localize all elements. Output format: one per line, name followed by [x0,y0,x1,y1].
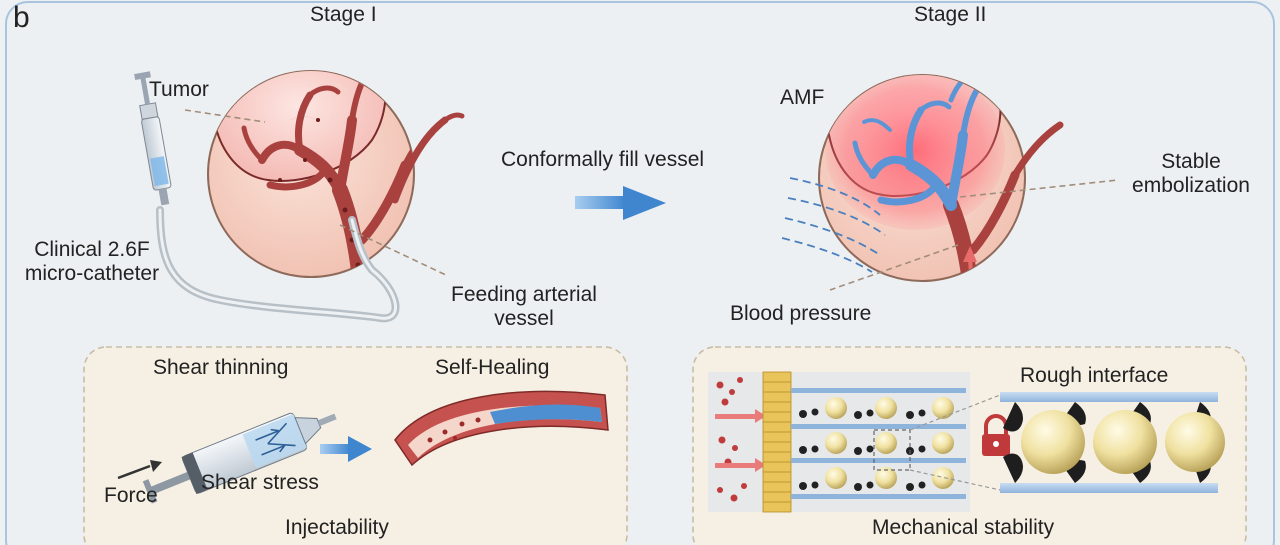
catheter-label-line2: micro-catheter [24,262,160,285]
blood-pressure-label: Blood pressure [730,302,872,325]
self-healing-label: Self-Healing [435,356,550,379]
injectability-box [83,346,628,545]
transition-arrow [575,186,666,220]
embolization-label-line1: Stable [1161,150,1221,173]
shear-thinning-label: Shear thinning [153,356,289,379]
transition-label: Conformally fill vessel [501,148,705,171]
stage2-title: Stage II [914,3,987,26]
panel-letter: b [13,1,30,34]
rough-interface-label: Rough interface [1020,364,1169,387]
embolization-label: Stable embolization [1114,150,1268,198]
tumor-label: Tumor [149,78,209,101]
feeding-vessel-label: Feeding arterial vessel [424,283,624,331]
force-label: Force [104,484,158,507]
feeding-vessel-label-line2: vessel [494,307,554,330]
stage1-title: Stage I [310,3,377,26]
stability-box [692,346,1247,545]
catheter-label: Clinical 2.6F micro-catheter [4,238,180,286]
embolization-label-line2: embolization [1132,174,1250,197]
shear-stress-label: Shear stress [201,471,319,494]
catheter-label-line1: Clinical 2.6F [34,238,150,261]
mechanical-stability-caption: Mechanical stability [872,516,1055,539]
amf-label: AMF [780,86,825,109]
injectability-caption: Injectability [285,516,389,539]
feeding-vessel-label-line1: Feeding arterial [451,283,597,306]
